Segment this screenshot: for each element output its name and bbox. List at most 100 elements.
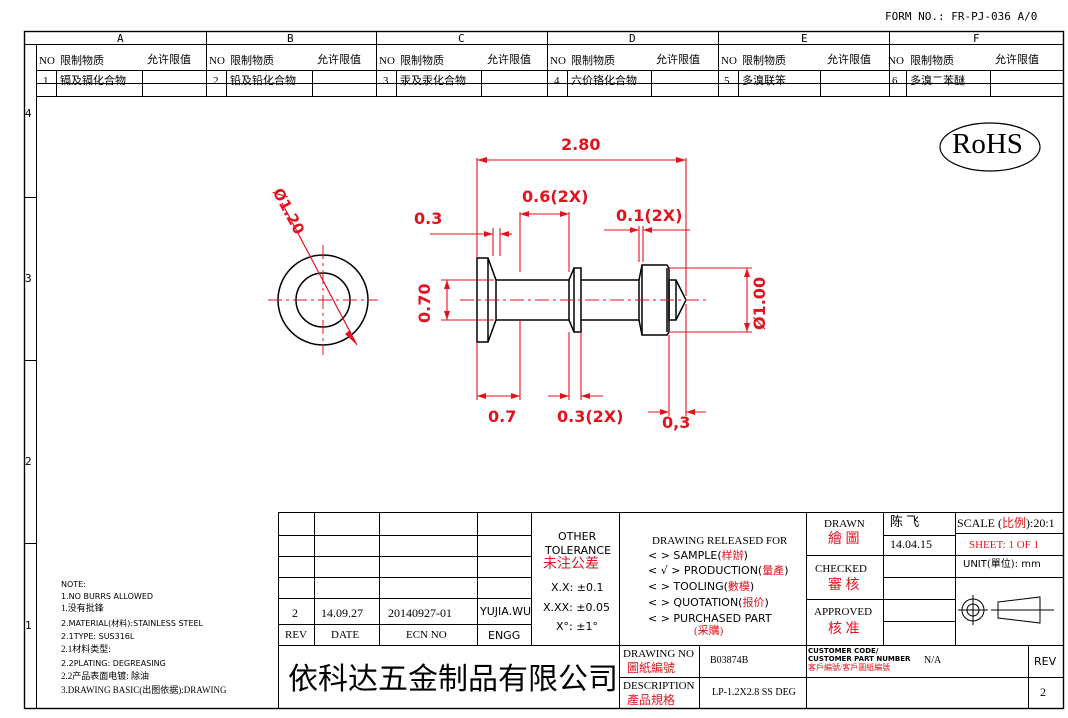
limit-header: 允许限值 bbox=[317, 54, 361, 66]
note-line: NOTE: bbox=[61, 580, 86, 589]
limit-header: 允许限值 bbox=[656, 54, 700, 66]
dim-groove: 0.6(2X) bbox=[522, 187, 589, 206]
zone-b: B bbox=[287, 32, 294, 45]
note-line: 2.2产品表面电镀: 除油 bbox=[61, 671, 150, 681]
substance-no: 3 bbox=[383, 75, 389, 87]
rev-label: REV bbox=[1034, 655, 1057, 668]
zone-e: E bbox=[801, 32, 808, 45]
engineer: YUJIA.WU bbox=[480, 605, 532, 618]
checked-label: CHECKED bbox=[815, 563, 867, 575]
no-header: NO bbox=[39, 55, 55, 67]
release-title: DRAWING RELEASED FOR bbox=[652, 535, 788, 547]
release-purchased: < > PURCHASED PART bbox=[648, 612, 772, 625]
unit: UNIT(單位): mm bbox=[963, 559, 1041, 570]
limit-header: 允许限值 bbox=[487, 54, 531, 66]
substance-no: 4 bbox=[554, 75, 560, 87]
approved-label-cn: 核 准 bbox=[828, 622, 860, 637]
checked-label-cn: 審 核 bbox=[828, 578, 860, 593]
rohs-mark: RoHS bbox=[952, 128, 1023, 160]
rev-number: 2 bbox=[1040, 685, 1046, 699]
no-header: NO bbox=[721, 55, 737, 67]
no-header: NO bbox=[209, 55, 225, 67]
drawn-by: 陈 飞 bbox=[890, 514, 920, 529]
note-line: 1.NO BURRS ALLOWED bbox=[61, 592, 154, 601]
dim-ring: 0.3(2X) bbox=[557, 407, 624, 426]
scale: SCALE (比例):20:1 bbox=[957, 516, 1055, 530]
substance-name: 镉及镉化合物 bbox=[60, 75, 126, 87]
substance-header: 限制物质 bbox=[910, 55, 954, 67]
customer-label-cn: 客戶編號/客戶圖紙編號 bbox=[808, 663, 891, 672]
release-quotation: < > QUOTATION(报价) bbox=[648, 596, 769, 609]
substance-header: 限制物质 bbox=[571, 55, 615, 67]
substance-name: 六价铬化合物 bbox=[571, 75, 637, 87]
substance-name: 汞及汞化合物 bbox=[400, 75, 466, 87]
company-name: 依科达五金制品有限公司 bbox=[288, 663, 618, 696]
drawing-number: B03874B bbox=[710, 655, 749, 666]
sheet: SHEET: 1 OF 1 bbox=[969, 539, 1040, 551]
note-line: 3.DRAWING BASIC(出图依据):DRAWING bbox=[61, 685, 227, 695]
drawn-label-cn: 繪 圖 bbox=[828, 532, 860, 547]
release-sample: < > SAMPLE(样辦) bbox=[648, 549, 748, 562]
tolerance-title: OTHER bbox=[558, 530, 597, 543]
substance-name: 多溴二苯醚 bbox=[910, 75, 965, 87]
limit-header: 允许限值 bbox=[147, 54, 191, 66]
no-header: NO bbox=[888, 55, 904, 67]
drawn-date: 14.04.15 bbox=[890, 537, 932, 551]
zone-d: D bbox=[629, 32, 636, 45]
limit-header: 允许限值 bbox=[995, 54, 1039, 66]
substance-no: 1 bbox=[43, 75, 49, 87]
description-label: DESCRIPTION bbox=[623, 680, 695, 692]
customer-label: CUSTOMER PART NUMBER bbox=[808, 655, 911, 663]
customer-value: N/A bbox=[924, 655, 942, 666]
note-line: 2.2PLATING: DEGREASING bbox=[61, 659, 166, 668]
substance-header: 限制物质 bbox=[742, 55, 786, 67]
row-4: 4 bbox=[25, 107, 32, 120]
rev-value: 2 bbox=[292, 606, 298, 620]
tolerance-title-cn: 未注公差 bbox=[543, 557, 599, 572]
dim-shaft: 0.70 bbox=[415, 283, 434, 323]
row-1: 1 bbox=[25, 619, 32, 632]
drawing-no-label-cn: 圖紙編號 bbox=[627, 661, 676, 675]
dim-chamfer: 0.1(2X) bbox=[616, 206, 683, 225]
substance-name: 多溴联笨 bbox=[742, 75, 786, 87]
substance-no: 6 bbox=[892, 75, 898, 87]
zone-f: F bbox=[973, 32, 980, 45]
release-tooling: < > TOOLING(數模) bbox=[648, 580, 755, 593]
ecn-header: ECN NO bbox=[406, 629, 447, 641]
substance-no: 2 bbox=[213, 75, 219, 87]
substance-header: 限制物质 bbox=[60, 55, 104, 67]
no-header: NO bbox=[379, 55, 395, 67]
substance-no: 5 bbox=[724, 75, 730, 87]
row-2: 2 bbox=[25, 455, 32, 468]
tolerance-xx: X.XX: ±0.05 bbox=[543, 601, 611, 614]
rev-header: REV bbox=[285, 629, 307, 641]
form-number: FORM NO.: FR-PJ-036 A/0 bbox=[885, 10, 1038, 23]
dim-flange: Ø1.00 bbox=[750, 276, 769, 330]
dim-step: 0.3 bbox=[414, 209, 443, 228]
substance-name: 铅及铅化合物 bbox=[230, 75, 296, 87]
engg-header: ENGG bbox=[488, 629, 521, 642]
rev-date: 14.09.27 bbox=[321, 606, 363, 620]
zone-c: C bbox=[458, 32, 465, 45]
note-line: 2.1材料类型: bbox=[61, 644, 111, 654]
substance-header: 限制物质 bbox=[230, 55, 274, 67]
end-view bbox=[268, 202, 378, 355]
limit-header: 允许限值 bbox=[827, 54, 871, 66]
tolerance-title: TOLERANCE bbox=[545, 544, 612, 557]
note-line: 2.MATERIAL(材料):STAINLESS STEEL bbox=[61, 619, 204, 628]
dim-total-length: 2.80 bbox=[561, 135, 601, 154]
no-header: NO bbox=[550, 55, 566, 67]
dim-head: 0.7 bbox=[488, 407, 517, 426]
note-line: 2.1TYPE: SUS316L bbox=[61, 632, 135, 641]
drawn-label: DRAWN bbox=[824, 518, 865, 530]
row-3: 3 bbox=[25, 272, 32, 285]
dim-tip: 0,3 bbox=[662, 413, 691, 432]
release-purchased-cn: (采購) bbox=[694, 625, 724, 637]
description-label-cn: 產品規格 bbox=[627, 693, 676, 707]
ecn-number: 20140927-01 bbox=[388, 606, 452, 620]
date-header: DATE bbox=[331, 629, 360, 641]
note-line: 1.没有批锋 bbox=[61, 603, 104, 613]
approved-label: APPROVED bbox=[814, 606, 873, 618]
tolerance-deg: X°: ±1° bbox=[556, 620, 598, 633]
